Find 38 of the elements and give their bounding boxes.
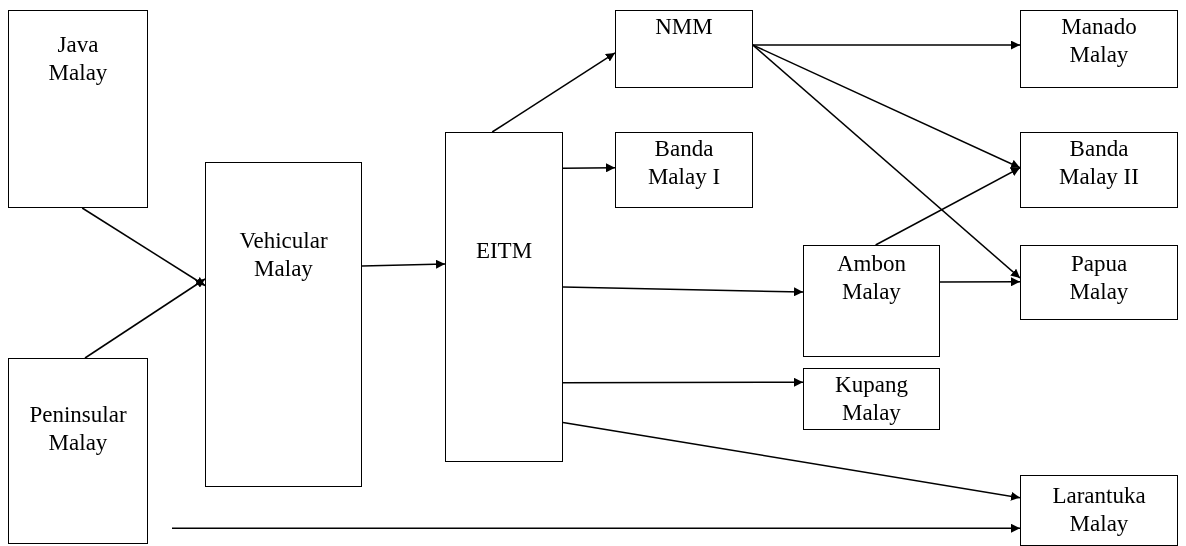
language-box: [803, 368, 940, 430]
arrow: [562, 377, 804, 387]
arrow: [491, 52, 616, 133]
language-box: [1020, 475, 1178, 546]
arrow: [874, 166, 1021, 246]
language-name: Vehicular Malay: [238, 227, 329, 283]
language-name: Kupang Malay: [834, 371, 909, 427]
arrow: [81, 207, 206, 287]
language-name: Java Malay: [47, 31, 109, 87]
language-name: Larantuka Malay: [1051, 482, 1147, 538]
arrow: [752, 44, 1021, 279]
arrow: [939, 277, 1021, 287]
language-box: [803, 245, 940, 357]
language-box: [8, 358, 148, 544]
language-name: EITM: [474, 237, 534, 265]
language-box: [615, 10, 753, 88]
arrow: [562, 163, 616, 173]
arrow: [361, 259, 446, 269]
language-box: [8, 10, 148, 208]
language-box: [445, 132, 563, 462]
language-name: Papua Malay: [1068, 250, 1130, 306]
arrow: [752, 40, 1021, 50]
arrow: [562, 286, 804, 297]
language-name: Banda Malay I: [646, 135, 722, 191]
language-name: NMM: [654, 13, 714, 41]
language-box: [205, 162, 362, 487]
arrow: [84, 278, 206, 359]
arrow: [562, 421, 1021, 501]
language-box: [1020, 10, 1178, 88]
language-box: [615, 132, 753, 208]
language-box: [1020, 132, 1178, 208]
language-name: Peninsular Malay: [28, 401, 128, 457]
language-box: [1020, 245, 1178, 320]
language-name: Manado Malay: [1060, 13, 1138, 69]
arrow: [171, 523, 1021, 533]
arrow: [752, 44, 1021, 169]
language-name: Ambon Malay: [836, 250, 907, 306]
language-name: Banda Malay II: [1058, 135, 1140, 191]
